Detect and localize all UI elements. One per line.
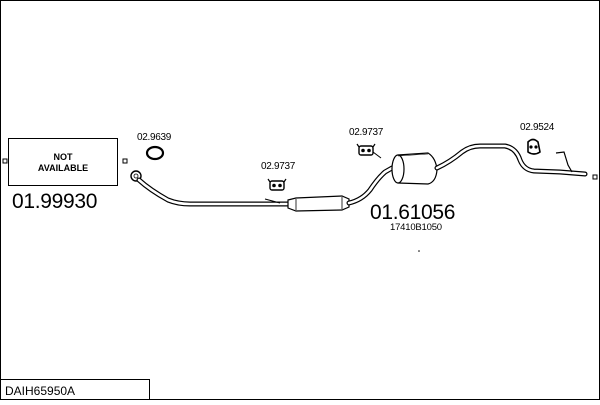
rubber-hanger-upper [356,143,382,159]
rubber-hanger-rear [527,138,541,155]
rubber-hanger-middle [267,178,287,191]
rear-silencer [391,152,438,185]
gasket-ref-label: 02.9639 [137,132,172,143]
front-part-number: 01.99930 [12,190,98,213]
tail-bracket [555,151,573,173]
not-available-line2: AVAILABLE [37,163,89,173]
left-connector-square [2,158,8,164]
footer-code: DAIH65950A [5,384,76,398]
front-pipe [136,177,293,207]
oem-number: 17410B1050 [390,222,442,233]
right-connector-square [592,174,598,180]
footer-code-box: DAIH65950A [0,379,150,400]
hanger-middle-ref-label: 02.9737 [261,161,296,172]
front-flange [130,170,142,182]
main-part-number: 01.61056 [370,201,456,224]
hanger-upper-ref-label: 02.9737 [349,127,384,138]
gasket-ring [145,145,165,161]
mid-connector-square [122,158,128,164]
not-available-text: NOT AVAILABLE [9,152,117,174]
not-available-line1: NOT [53,152,73,162]
mid-pipe [346,165,395,206]
hanger-rear-ref-label: 02.9524 [520,122,555,133]
middle-silencer [287,195,350,212]
not-available-box: NOT AVAILABLE [8,138,118,186]
tail-pipe [434,143,588,177]
